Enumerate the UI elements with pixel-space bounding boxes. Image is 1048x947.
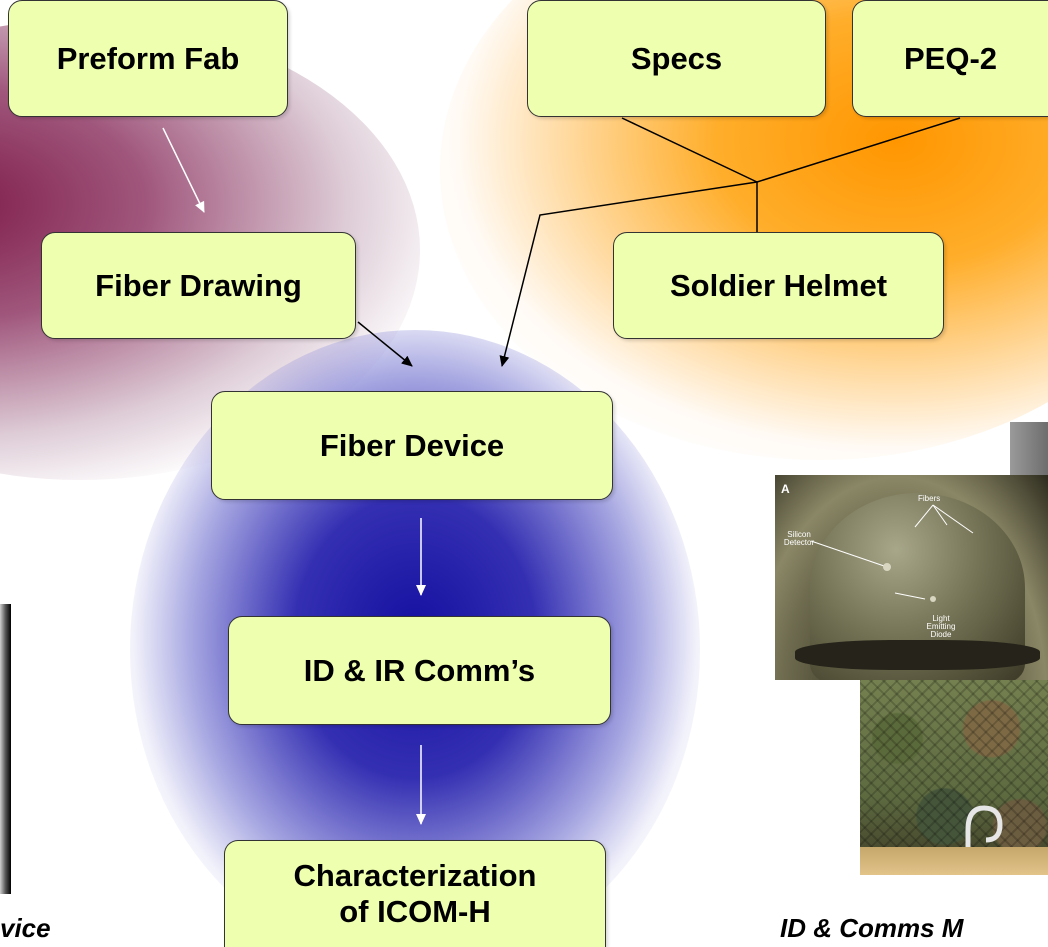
helmet-base (860, 847, 1048, 875)
callout-lines (810, 504, 974, 602)
left-caption: vice (0, 913, 51, 943)
left-photo-fragment (0, 604, 11, 894)
id-ir-comms-box: ID & IR Comm’s (228, 616, 611, 725)
right-caption: ID & Comms M (780, 913, 964, 943)
fibers-label: Fibers (918, 494, 941, 503)
helmet-brim (795, 640, 1040, 670)
fiber-drawing-label: Fiber Drawing (95, 267, 302, 303)
characterization-box: Characterization of ICOM-H (224, 840, 606, 947)
soldier-helmet-label: Soldier Helmet (669, 267, 888, 303)
silicon-detector-label: Silicon Detector (783, 530, 815, 547)
peq2-box: PEQ-2 (852, 0, 1048, 117)
arrow-junction-to-device (499, 181, 758, 367)
fiber-drawing-box: Fiber Drawing (41, 232, 356, 339)
line-specs-to-junction (621, 117, 758, 183)
hook-icon (965, 805, 1003, 860)
id-ir-comms-label: ID & IR Comm’s (303, 652, 536, 688)
camo-mesh (860, 680, 1048, 875)
helmet-diagram-photo: A Fibers Silicon Detector Light Emitting… (775, 475, 1048, 680)
arrow-drawing-to-device (357, 321, 413, 367)
camo-helmet-photo (860, 680, 1048, 875)
panel-label: A (781, 482, 790, 496)
soldier-helmet-box: Soldier Helmet (613, 232, 944, 339)
characterization-label-line1: Characterization (293, 858, 537, 894)
specs-label: Specs (630, 40, 723, 76)
arrow-preform-to-drawing (162, 127, 205, 213)
fiber-device-box: Fiber Device (211, 391, 613, 500)
line-peq2-to-junction (756, 117, 961, 183)
peq2-label: PEQ-2 (903, 40, 998, 76)
led-label: Light Emitting Diode (926, 614, 956, 639)
preform-fab-label: Preform Fab (56, 40, 240, 76)
characterization-label-line2: of ICOM-H (339, 894, 491, 929)
preform-fab-box: Preform Fab (8, 0, 288, 117)
fiber-device-label: Fiber Device (319, 427, 505, 463)
specs-box: Specs (527, 0, 826, 117)
